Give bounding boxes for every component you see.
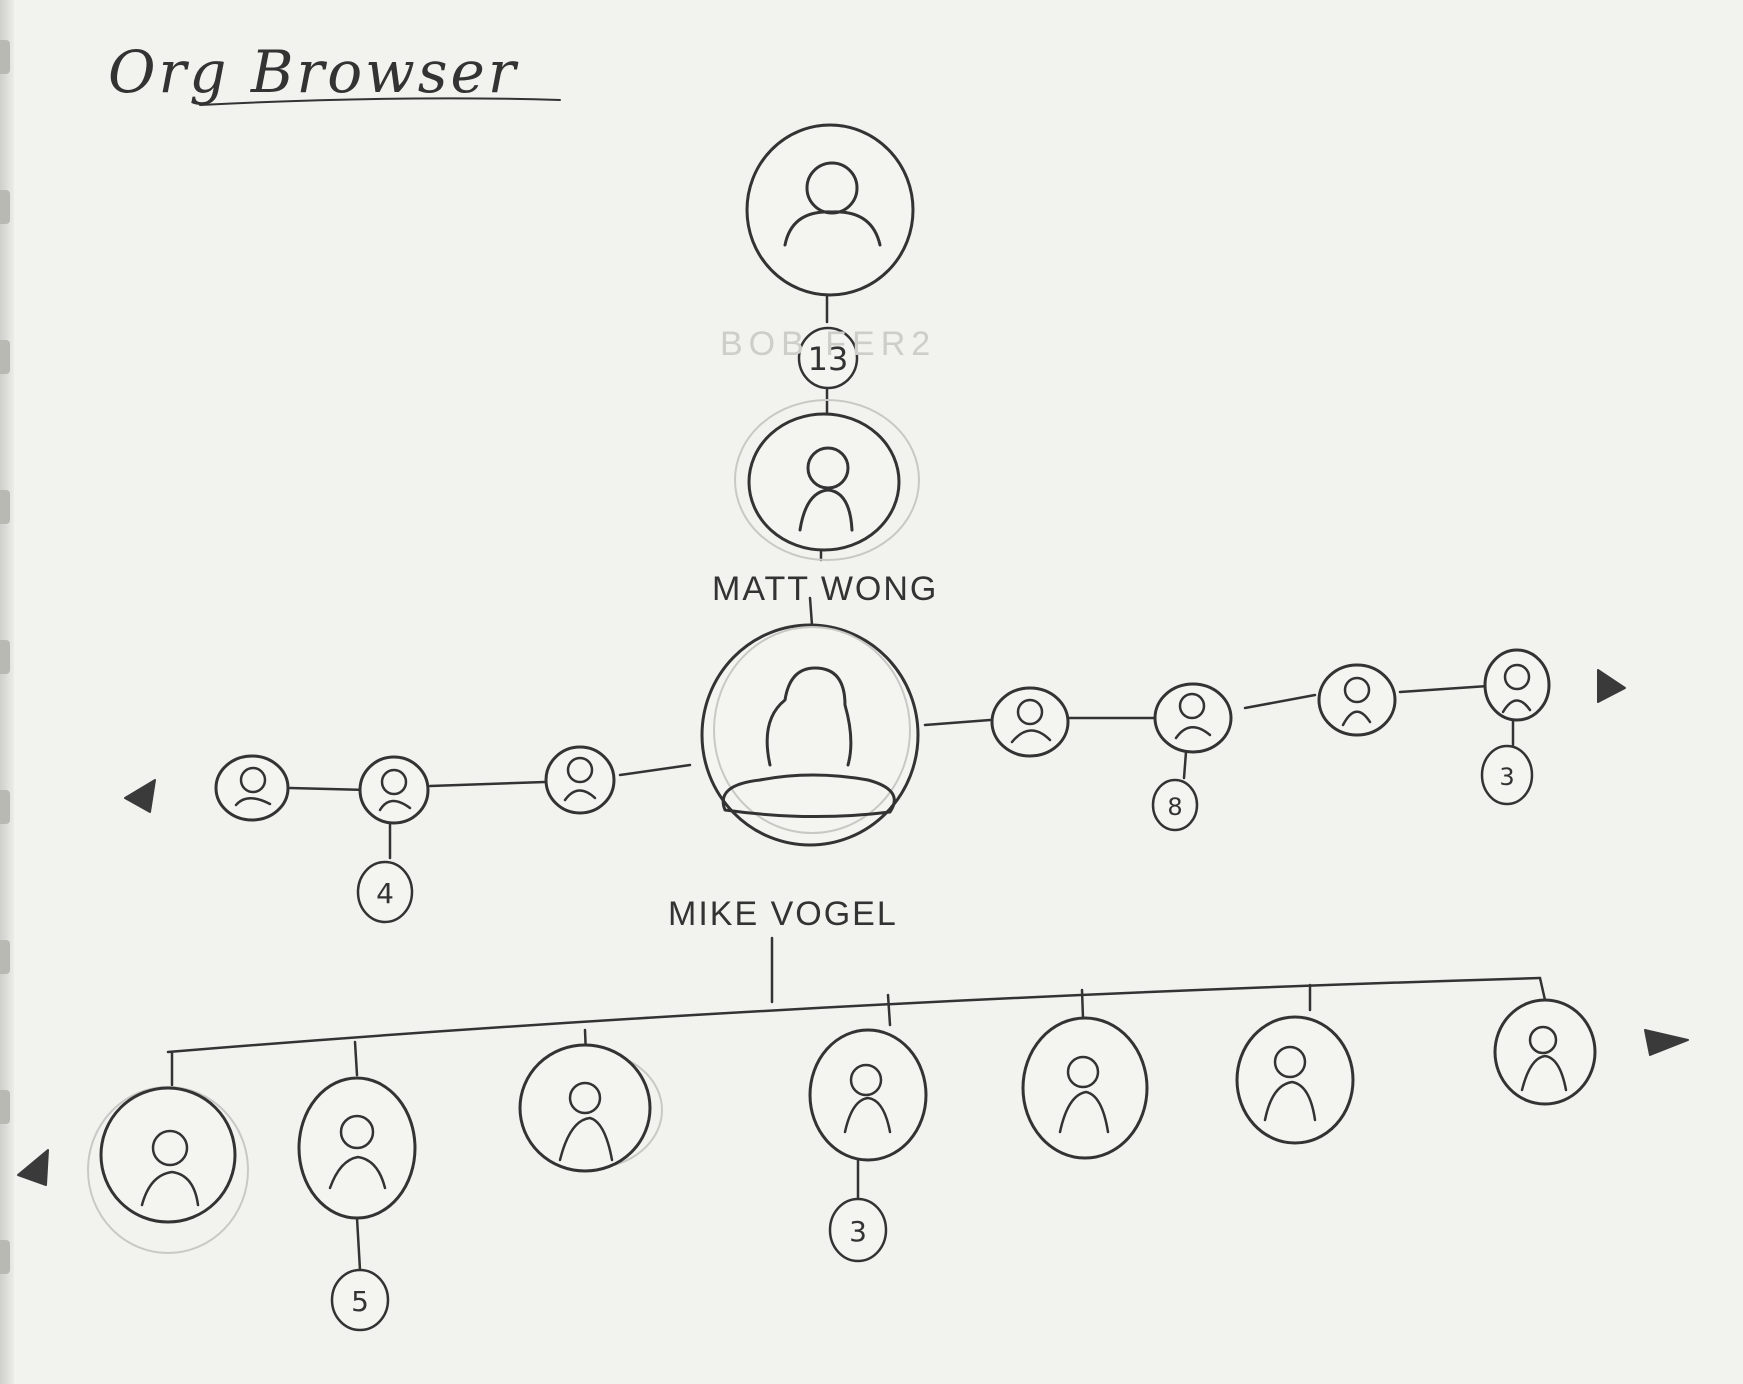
person-icon <box>1263 1045 1317 1122</box>
direct-report-count: 5 <box>351 1285 369 1318</box>
direct-report-count-badge[interactable]: 3 <box>828 1197 888 1263</box>
direct-report-node[interactable] <box>87 1086 249 1254</box>
skip-level-count: 13 <box>808 340 849 378</box>
binding-hole <box>0 940 10 974</box>
arrow-left-icon[interactable] <box>17 1149 49 1186</box>
peer-node[interactable] <box>1317 663 1397 737</box>
direct-report-node[interactable] <box>1021 1016 1149 1160</box>
peer-report-count: 4 <box>376 877 394 910</box>
person-icon <box>843 1063 892 1134</box>
focus-person-name: MIKE VOGEL <box>668 895 898 933</box>
peer-report-count: 3 <box>1499 763 1514 791</box>
peer-report-count-badge[interactable]: 8 <box>1151 778 1199 832</box>
person-icon <box>1520 1025 1568 1092</box>
binding-hole <box>0 1240 10 1274</box>
peer-node[interactable] <box>1483 648 1551 722</box>
peer-report-count: 8 <box>1167 793 1182 821</box>
skip-level-count-badge[interactable]: 13 <box>797 326 859 390</box>
direct-report-node[interactable] <box>808 1028 928 1162</box>
person-icon <box>798 446 854 532</box>
binding-hole <box>0 1090 10 1124</box>
person-icon <box>558 1081 614 1162</box>
binding-hole <box>0 490 10 524</box>
direct-report-connectors <box>166 936 1547 1272</box>
arrow-left-icon[interactable] <box>124 779 156 813</box>
person-icon <box>140 1129 200 1207</box>
peer-node[interactable] <box>544 745 616 815</box>
peer-node[interactable] <box>1153 682 1233 754</box>
peer-node[interactable] <box>358 755 430 825</box>
manager-node[interactable] <box>734 399 920 561</box>
peer-node[interactable] <box>990 686 1070 758</box>
top-manager-node[interactable] <box>745 123 915 297</box>
arrow-right-icon[interactable] <box>1597 669 1626 703</box>
person-icon <box>563 756 597 802</box>
person-icon <box>1341 676 1372 727</box>
arrow-right-icon[interactable] <box>1644 1029 1689 1056</box>
binding-hole <box>0 340 10 374</box>
direct-report-count-badge[interactable]: 5 <box>330 1268 390 1332</box>
person-icon <box>721 666 896 819</box>
manager-name: MATT WONG <box>712 570 939 608</box>
focus-person-node[interactable] <box>700 623 920 847</box>
person-icon <box>1174 692 1212 740</box>
peer-report-count-badge[interactable]: 3 <box>1480 744 1534 806</box>
title-underline <box>199 97 561 106</box>
person-icon <box>1010 698 1052 744</box>
person-icon <box>328 1114 387 1190</box>
direct-report-count: 3 <box>849 1215 867 1248</box>
direct-report-node[interactable] <box>1493 998 1597 1106</box>
peer-node[interactable] <box>214 754 290 822</box>
person-icon <box>1058 1055 1110 1134</box>
binding-hole <box>0 790 10 824</box>
binding-hole <box>0 190 10 224</box>
direct-report-node[interactable] <box>1235 1015 1355 1145</box>
binding-hole <box>0 640 10 674</box>
direct-report-node[interactable] <box>297 1076 417 1220</box>
page-title: Org Browser <box>108 38 519 106</box>
binding-hole <box>0 40 10 74</box>
peer-row-connectors <box>288 684 1515 860</box>
peer-report-count-badge[interactable]: 4 <box>356 860 414 924</box>
person-icon <box>1501 663 1532 714</box>
person-icon <box>378 768 412 812</box>
faint-sketch-label: BOB FER2 <box>720 325 937 363</box>
person-icon <box>783 161 882 247</box>
person-icon <box>234 766 272 807</box>
direct-report-node[interactable] <box>518 1043 663 1173</box>
